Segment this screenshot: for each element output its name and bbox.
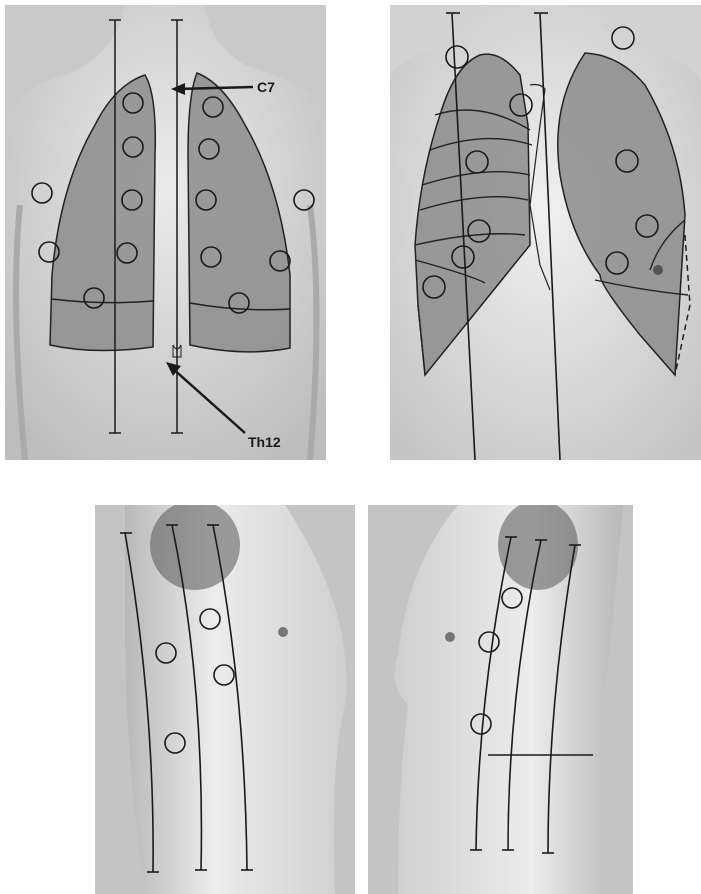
back-view-svg: C7 Th12 <box>5 5 326 460</box>
label-c7: C7 <box>257 79 275 95</box>
left-side-view-svg <box>368 505 633 894</box>
label-th12: Th12 <box>248 434 281 450</box>
front-view-photo <box>390 5 701 460</box>
nipple-marker <box>445 632 455 642</box>
right-side-view-svg <box>95 505 355 894</box>
nipple-marker <box>653 265 663 275</box>
nipple-marker <box>278 627 288 637</box>
back-view-photo: C7 Th12 <box>5 5 326 460</box>
right-side-view-photo <box>95 505 355 894</box>
front-view-svg <box>390 5 701 460</box>
left-side-view-photo <box>368 505 633 894</box>
